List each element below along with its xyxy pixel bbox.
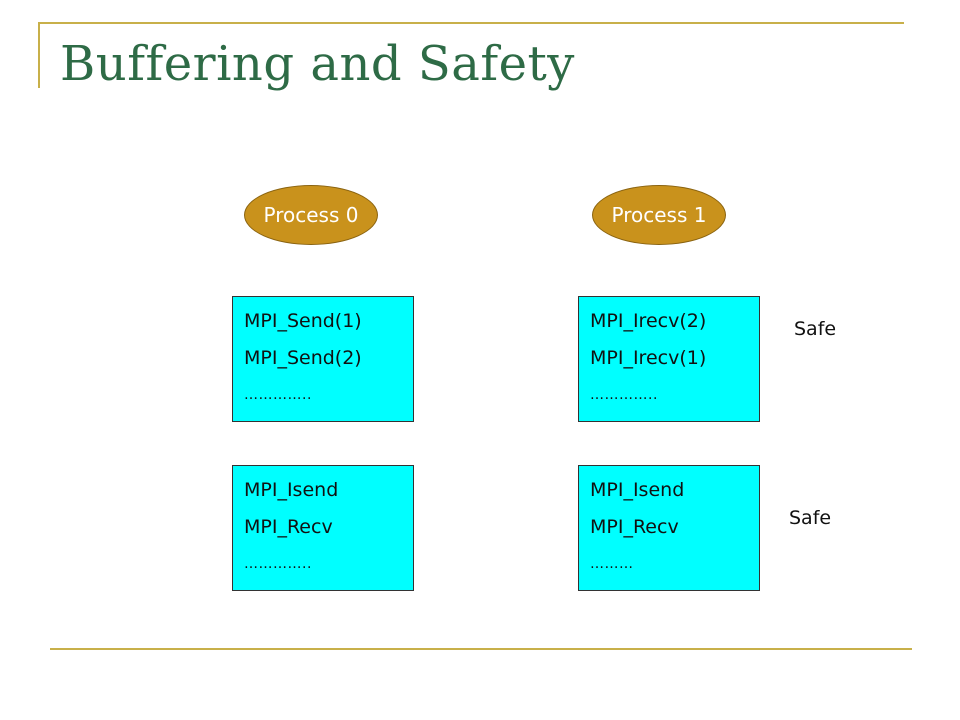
code-line: MPI_Send(1)	[244, 310, 362, 332]
safe-label-2: Safe	[789, 507, 832, 529]
ellipsis-line: …………..	[244, 387, 312, 403]
ellipsis-line: …………..	[244, 556, 312, 572]
top-rule	[38, 22, 904, 24]
slide-title: Buffering and Safety	[60, 36, 575, 92]
process-1-code-box-2: MPI_Isend MPI_Recv ………	[578, 465, 760, 591]
code-line: MPI_Isend	[590, 479, 685, 501]
left-rule	[38, 22, 40, 88]
safe-label-1: Safe	[794, 318, 837, 340]
bottom-rule	[50, 648, 912, 650]
process-1-ellipse: Process 1	[592, 185, 726, 245]
code-line: MPI_Recv	[244, 516, 333, 538]
process-0-code-box-1: MPI_Send(1) MPI_Send(2) …………..	[232, 296, 414, 422]
code-line: MPI_Irecv(1)	[590, 347, 707, 369]
code-line: MPI_Isend	[244, 479, 339, 501]
process-0-code-box-2: MPI_Isend MPI_Recv …………..	[232, 465, 414, 591]
code-line: MPI_Irecv(2)	[590, 310, 707, 332]
process-1-code-box-1: MPI_Irecv(2) MPI_Irecv(1) …………..	[578, 296, 760, 422]
code-line: MPI_Send(2)	[244, 347, 362, 369]
ellipsis-line: …………..	[590, 387, 658, 403]
code-line: MPI_Recv	[590, 516, 679, 538]
ellipsis-line: ………	[590, 556, 634, 572]
process-0-ellipse: Process 0	[244, 185, 378, 245]
